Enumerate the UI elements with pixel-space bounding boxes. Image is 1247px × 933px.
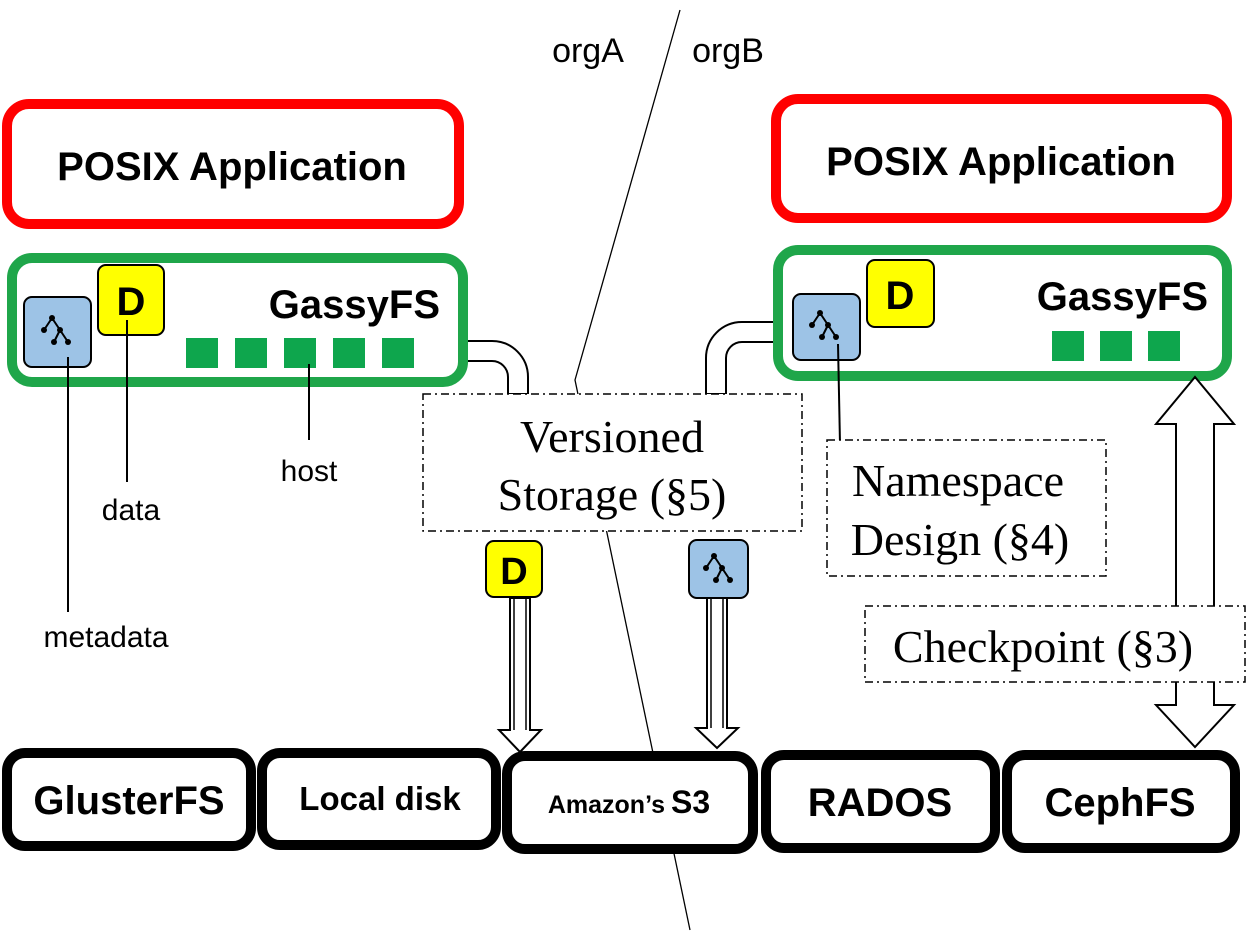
namespace-design-line2: Design (§4) xyxy=(851,514,1069,565)
backend-cephfs-box xyxy=(1002,750,1240,853)
host-icon xyxy=(1148,331,1180,361)
legend-metadata-label: metadata xyxy=(43,621,168,654)
backend-cephfs-label: CephFS xyxy=(1044,781,1195,825)
metadata-icon xyxy=(23,296,92,368)
host-group-left xyxy=(186,338,414,368)
host-icon xyxy=(235,338,267,368)
versioned-storage-callout xyxy=(422,393,803,532)
host-icon xyxy=(1052,331,1084,361)
host-icon xyxy=(186,338,218,368)
checkpoint-callout xyxy=(864,605,1246,683)
data-badge-icon: D xyxy=(866,259,935,328)
pipe-left-to-versioned xyxy=(454,340,529,395)
host-icon xyxy=(382,338,414,368)
pipe-right-to-versioned xyxy=(705,321,779,395)
backend-local-disk-box xyxy=(257,748,501,850)
svg-text:D: D xyxy=(886,274,915,318)
backend-glusterfs-box xyxy=(2,748,256,851)
backend-glusterfs-label: GlusterFS xyxy=(33,779,224,823)
host-icon xyxy=(1100,331,1132,361)
transfer-data-badge-icon: D xyxy=(485,540,543,598)
backend-amazon-s3-box xyxy=(502,751,758,854)
svg-text:D: D xyxy=(500,551,527,593)
legend-host-label: host xyxy=(281,455,338,488)
backend-rados-box xyxy=(761,750,1000,853)
data-transfer-arrow xyxy=(496,597,544,754)
metadata-transfer-arrow xyxy=(693,597,741,750)
gassyfs-right-label: GassyFS xyxy=(1037,275,1208,319)
host-icon xyxy=(284,338,316,368)
transfer-metadata-icon xyxy=(688,539,749,599)
backend-local-disk-label: Local disk xyxy=(299,780,461,817)
backend-rados-label: RADOS xyxy=(808,781,952,825)
namespace-design-callout xyxy=(826,439,1107,577)
versioned-storage-line2: Storage (§5) xyxy=(498,469,727,520)
namespace-leader-line xyxy=(837,343,841,445)
svg-text:D: D xyxy=(117,280,146,324)
data-badge-icon: D xyxy=(97,264,165,336)
versioned-storage-line1: Versioned xyxy=(520,411,704,462)
org-divider-line xyxy=(574,9,691,931)
posix-app-left-label: POSIX Application xyxy=(57,145,407,189)
namespace-design-line1: Namespace xyxy=(852,455,1064,506)
org-label-right: orgB xyxy=(692,32,764,70)
legend-data-label: data xyxy=(102,494,161,527)
posix-app-left-box xyxy=(2,99,464,229)
host-icon xyxy=(333,338,365,368)
posix-app-right-label: POSIX Application xyxy=(826,140,1176,184)
gassyfs-left-label: GassyFS xyxy=(269,283,440,327)
metadata-icon xyxy=(792,293,861,361)
org-label-left: orgA xyxy=(552,32,624,70)
posix-app-right-box xyxy=(771,94,1232,223)
checkpoint-label: Checkpoint (§3) xyxy=(893,621,1193,672)
host-group-right xyxy=(1052,331,1180,361)
checkpoint-double-arrow xyxy=(1153,375,1237,749)
